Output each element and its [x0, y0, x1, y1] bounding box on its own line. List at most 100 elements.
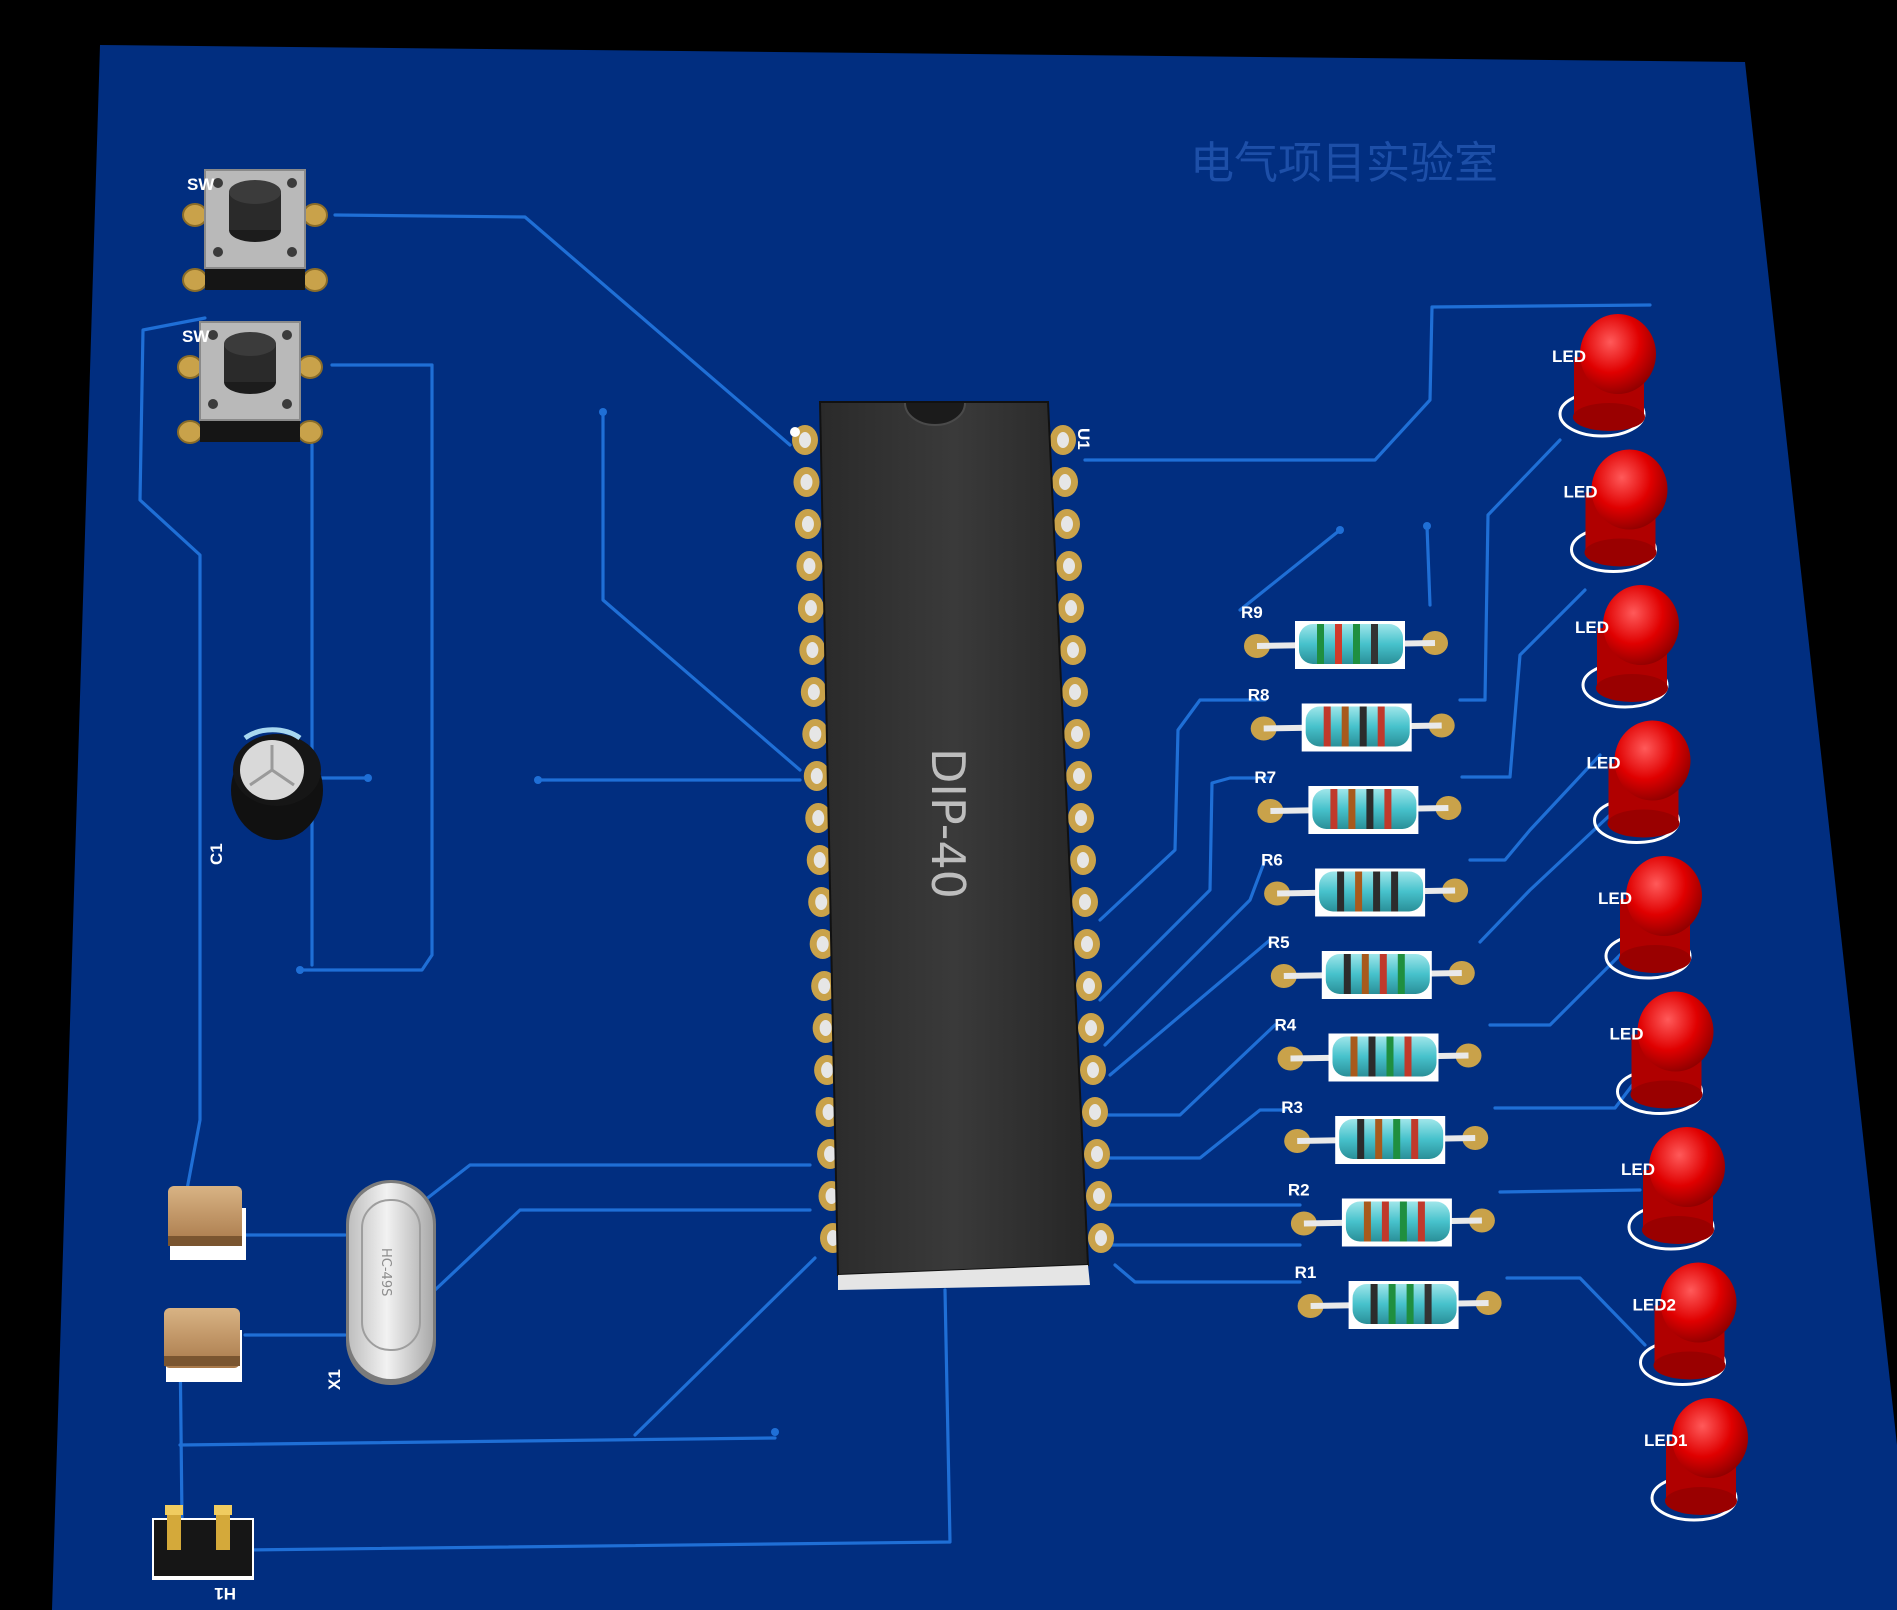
resistor-band — [1388, 1284, 1396, 1324]
switch-screw — [213, 247, 223, 257]
chip-pin-lead — [1081, 936, 1093, 952]
crystal-label: X1 — [325, 1369, 344, 1390]
led: LED1 — [1644, 1398, 1748, 1522]
resistor-band — [1391, 871, 1399, 912]
tactile-switch-1: SW — [182, 169, 328, 292]
led-base — [1642, 1216, 1714, 1244]
chip-pin-lead — [1089, 1104, 1101, 1120]
switch-base — [200, 417, 300, 442]
header-h1: H1 — [152, 1505, 254, 1603]
chip-pin-lead — [1063, 558, 1075, 574]
switch-pad — [302, 203, 328, 227]
resistor: R1 — [1295, 1263, 1502, 1329]
resistor-band — [1363, 1201, 1371, 1242]
chip-pin-lead — [1085, 1020, 1097, 1036]
led-base — [1653, 1351, 1726, 1380]
resistor-band — [1397, 954, 1405, 994]
resistor-band — [1406, 1284, 1414, 1324]
resistor-body — [1312, 789, 1417, 829]
resistor-band — [1353, 624, 1360, 664]
led: LED — [1575, 585, 1679, 709]
smd-capacitor-1 — [168, 1186, 246, 1260]
resistor-band — [1386, 1036, 1394, 1077]
led-label: LED1 — [1644, 1431, 1687, 1450]
led-label: LED2 — [1633, 1296, 1676, 1315]
led-base — [1665, 1487, 1737, 1515]
led: LED — [1587, 720, 1691, 844]
chip-pin-lead — [1077, 852, 1089, 868]
switch-label: SW — [187, 175, 215, 194]
resistor-band — [1350, 1036, 1358, 1077]
chip-pin-lead — [1059, 474, 1071, 490]
resistor: R3 — [1281, 1098, 1489, 1164]
crystal-x1: HC-49S X1 — [325, 1180, 436, 1390]
smd-capacitor-2 — [164, 1308, 242, 1382]
chip-pin-lead — [799, 432, 811, 448]
resistor-band — [1337, 871, 1345, 912]
resistor-body — [1319, 871, 1424, 912]
resistor-band — [1355, 871, 1363, 912]
chip-pin-lead — [1079, 894, 1091, 910]
led-base — [1630, 1080, 1703, 1109]
chip-pin-lead — [804, 600, 817, 616]
led: LED2 — [1633, 1262, 1737, 1386]
switch-label: SW — [182, 327, 210, 346]
led: LED — [1621, 1127, 1725, 1251]
resistor-body — [1299, 624, 1403, 664]
resistor-band — [1368, 1036, 1376, 1077]
chip-pin-lead — [1071, 726, 1083, 742]
resistor-body — [1352, 1284, 1457, 1324]
led-base — [1619, 945, 1691, 973]
switches: SW SW — [177, 169, 328, 444]
led-dome — [1603, 585, 1679, 665]
resistor-body — [1339, 1119, 1444, 1159]
chip-pin-lead — [806, 642, 819, 658]
resistor-band — [1370, 1284, 1378, 1324]
resistor-body — [1332, 1036, 1437, 1077]
led-dome — [1672, 1398, 1748, 1478]
tactile-switch-2: SW — [177, 321, 323, 444]
switch-screw — [213, 178, 223, 188]
led-label: LED — [1575, 618, 1609, 637]
chip-pin-lead — [1091, 1146, 1103, 1162]
chip-pin-lead — [801, 516, 814, 532]
resistor: R8 — [1248, 686, 1455, 752]
led-dome — [1649, 1127, 1725, 1207]
resistor-band — [1335, 624, 1342, 664]
resistor-band — [1411, 1119, 1419, 1159]
led-label: LED — [1621, 1160, 1655, 1179]
chip-pin-lead — [1073, 768, 1085, 784]
capacitor-label: C1 — [207, 843, 226, 865]
capacitor-c1: C1 — [207, 727, 323, 865]
resistor-band — [1343, 954, 1351, 994]
resistor-label: R3 — [1281, 1098, 1303, 1117]
resistor-band — [1424, 1284, 1432, 1324]
switch-base — [205, 265, 305, 290]
chip-pin-lead — [818, 978, 831, 994]
chip-pin-lead — [1065, 600, 1077, 616]
switch-pad — [297, 355, 323, 379]
chip-ref-label: U1 — [1074, 428, 1093, 450]
chip-pin-lead — [813, 852, 826, 868]
led-dome — [1614, 720, 1691, 801]
resistor-band — [1371, 624, 1378, 664]
resistor-band — [1348, 789, 1356, 829]
led-dome — [1660, 1262, 1737, 1343]
chip-pin-lead — [1093, 1188, 1105, 1204]
chip-pin-lead — [800, 474, 813, 490]
resistor-body — [1325, 954, 1430, 994]
led: LED — [1598, 856, 1702, 980]
chip-pin-lead — [827, 1230, 839, 1246]
chip-pin-lead — [809, 726, 822, 742]
chip-pin-lead — [1095, 1230, 1107, 1246]
resistor-label: R1 — [1295, 1263, 1317, 1282]
chip-pin-lead — [1069, 684, 1081, 700]
chip-package-text: DIP-40 — [921, 748, 975, 899]
chip-pin-lead — [1061, 516, 1073, 532]
resistor-label: R5 — [1268, 933, 1290, 952]
chip-pin-lead — [810, 768, 823, 784]
chip-pin-lead — [1087, 1062, 1099, 1078]
chip-pin-lead — [1083, 978, 1095, 994]
